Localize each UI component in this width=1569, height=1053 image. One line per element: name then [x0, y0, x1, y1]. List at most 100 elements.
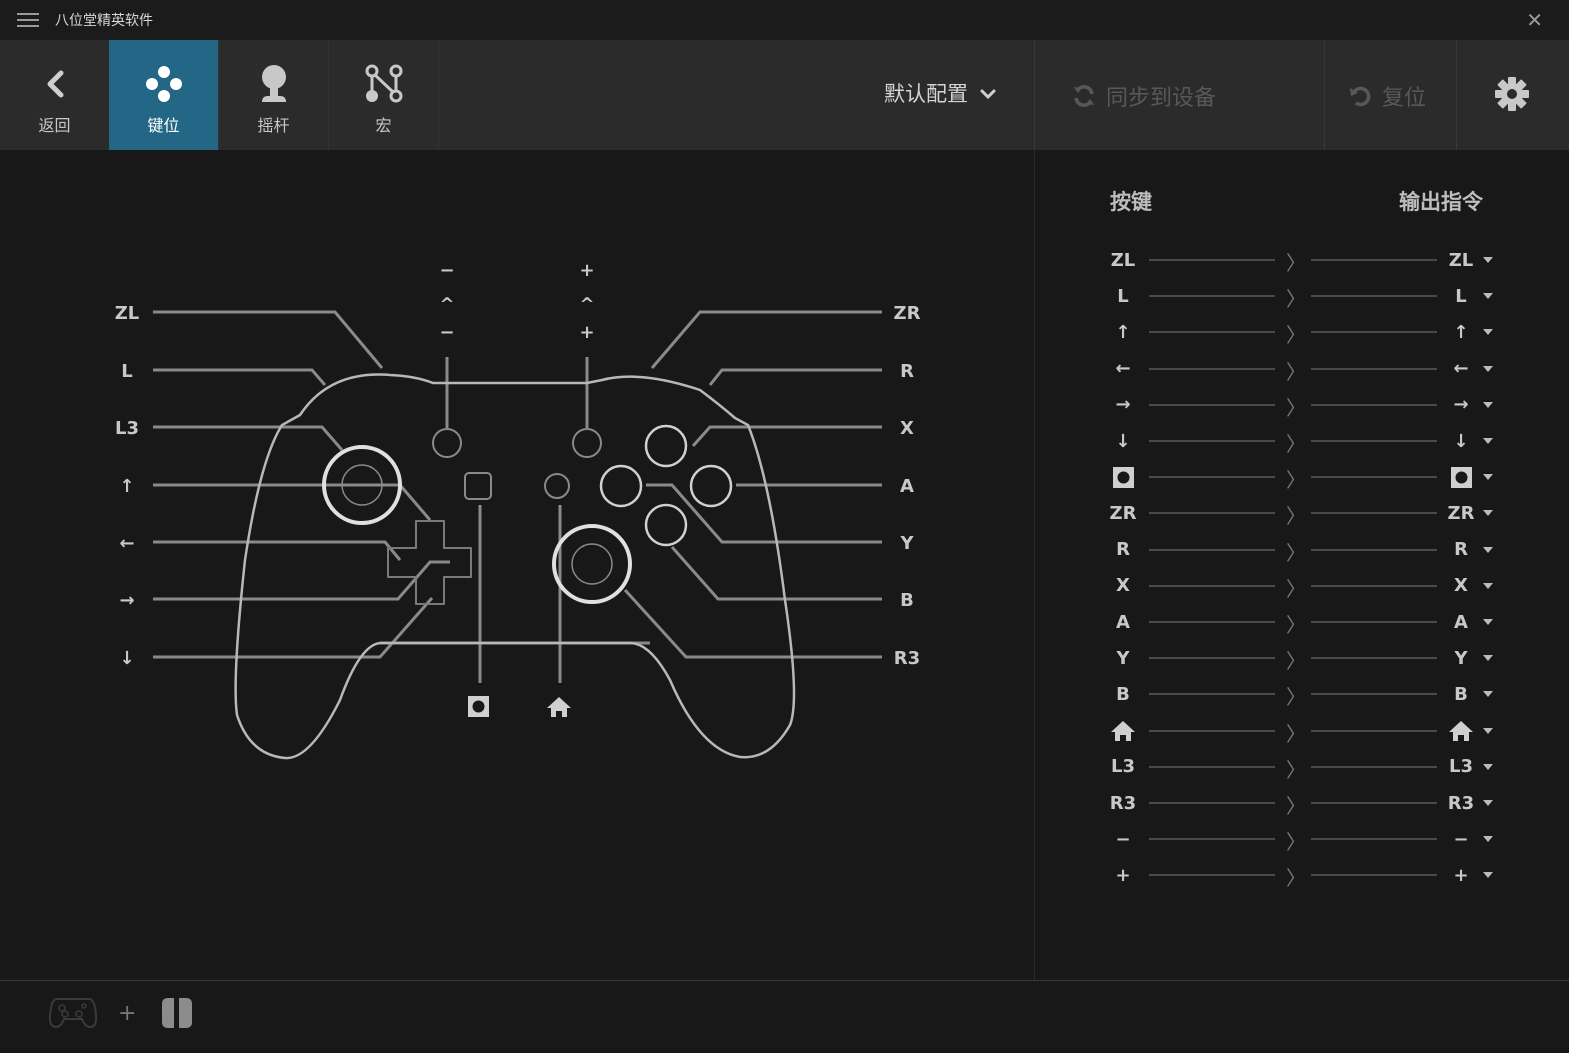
- tab-keymap[interactable]: 键位: [109, 40, 219, 150]
- mapping-row[interactable]: ZR〉ZR: [1105, 498, 1495, 528]
- connector-line: [1149, 765, 1275, 768]
- mapping-output[interactable]: ↓: [1453, 430, 1469, 452]
- dropdown-caret-icon[interactable]: [1483, 872, 1493, 879]
- mapping-row[interactable]: R〉R: [1105, 535, 1495, 565]
- mapping-row[interactable]: R3〉R3: [1105, 788, 1495, 818]
- mapping-output[interactable]: ZR: [1447, 502, 1475, 524]
- dropdown-caret-icon[interactable]: [1483, 546, 1493, 553]
- mapping-output[interactable]: +: [1453, 864, 1469, 886]
- dropdown-caret-icon[interactable]: [1483, 800, 1493, 806]
- mapping-output[interactable]: L: [1455, 285, 1467, 307]
- mapping-row[interactable]: L 〉 L: [1105, 281, 1495, 311]
- mapping-row[interactable]: →〉→: [1105, 390, 1495, 420]
- label-zl: ZL: [115, 303, 140, 324]
- dropdown-caret-icon[interactable]: [1483, 691, 1493, 698]
- dropdown-caret-icon[interactable]: [1483, 257, 1493, 263]
- mapping-output[interactable]: →: [1453, 394, 1469, 416]
- mapping-row[interactable]: ↓〉↓: [1105, 426, 1495, 456]
- back-button[interactable]: 返回: [0, 40, 110, 150]
- mapping-row[interactable]: ↑〉↑: [1105, 317, 1495, 347]
- mapping-row[interactable]: B〉B: [1105, 679, 1495, 709]
- connector-line: [1149, 874, 1275, 877]
- mapping-row[interactable]: L3〉L3: [1105, 752, 1495, 782]
- sync-icon: [1072, 84, 1096, 108]
- chevron-right-icon: 〉: [1286, 866, 1306, 891]
- reset-button[interactable]: 复位: [1348, 80, 1426, 112]
- dropdown-caret-icon[interactable]: [1483, 655, 1493, 662]
- mapping-row[interactable]: ZL〉ZL: [1105, 245, 1495, 275]
- tab-macro[interactable]: 宏: [329, 40, 439, 150]
- home-icon: [1105, 720, 1141, 741]
- mapping-row[interactable]: X〉X: [1105, 571, 1495, 601]
- hamburger-menu-icon[interactable]: [17, 13, 39, 27]
- gamepad-icon[interactable]: [48, 995, 98, 1033]
- dropdown-caret-icon[interactable]: [1483, 365, 1493, 372]
- label-y: Y: [899, 533, 914, 554]
- mapping-output[interactable]: ←: [1453, 358, 1469, 380]
- close-button[interactable]: ✕: [1526, 8, 1543, 32]
- chevron-right-icon: 〉: [1286, 649, 1306, 674]
- dropdown-caret-icon[interactable]: [1483, 763, 1493, 770]
- mapping-output[interactable]: B: [1454, 683, 1468, 705]
- mapping-output[interactable]: Y: [1454, 647, 1468, 669]
- connector-line: [1311, 874, 1437, 877]
- connector-line: [1149, 693, 1275, 696]
- dropdown-caret-icon[interactable]: [1483, 293, 1493, 300]
- mapping-output[interactable]: L3: [1449, 756, 1473, 778]
- title-bar: 八位堂精英软件 ✕: [0, 0, 1569, 40]
- toolbar-divider: [1456, 40, 1457, 150]
- label-left: ←: [119, 533, 134, 554]
- mapping-output[interactable]: A: [1454, 611, 1468, 633]
- mapping-key: R3: [1109, 792, 1137, 814]
- chevron-right-icon: 〉: [1286, 287, 1306, 312]
- dropdown-caret-icon[interactable]: [1483, 329, 1493, 336]
- mapping-key: L: [1117, 285, 1129, 307]
- dropdown-caret-icon[interactable]: [1483, 619, 1493, 625]
- chevron-down-icon: [980, 81, 996, 105]
- mapping-row[interactable]: 〉: [1105, 462, 1495, 492]
- dropdown-caret-icon[interactable]: [1483, 474, 1493, 481]
- mapping-row[interactable]: Y〉Y: [1105, 643, 1495, 673]
- mapping-output[interactable]: −: [1453, 828, 1469, 850]
- capture-icon[interactable]: [1441, 464, 1481, 490]
- mapping-row[interactable]: A〉A: [1105, 607, 1495, 637]
- label-right: →: [119, 590, 134, 611]
- home-icon[interactable]: [1441, 718, 1481, 744]
- dropdown-caret-icon[interactable]: [1483, 836, 1493, 843]
- sync-label: 同步到设备: [1106, 86, 1217, 111]
- mapping-output[interactable]: R: [1454, 539, 1468, 561]
- mapping-row[interactable]: +〉+: [1105, 860, 1495, 890]
- connector-line: [1311, 476, 1437, 479]
- dropdown-caret-icon[interactable]: [1483, 401, 1493, 408]
- capture-icon: [1105, 466, 1141, 488]
- mapping-key: ZL: [1110, 249, 1136, 271]
- mapping-key: −: [1115, 828, 1131, 850]
- label-caret-left: ^: [439, 294, 454, 315]
- profile-dropdown[interactable]: 默认配置: [884, 78, 996, 108]
- mapping-row[interactable]: − 〉 −: [1105, 824, 1495, 854]
- label-b: B: [900, 590, 914, 611]
- sync-to-device-button[interactable]: 同步到设备: [1072, 80, 1216, 112]
- dropdown-caret-icon[interactable]: [1483, 727, 1493, 734]
- settings-gear-icon[interactable]: [1494, 76, 1530, 116]
- mapping-row[interactable]: ←〉←: [1105, 354, 1495, 384]
- dropdown-caret-icon[interactable]: [1483, 438, 1493, 444]
- tab-stick[interactable]: 摇杆: [219, 40, 329, 150]
- chevron-right-icon: 〉: [1286, 359, 1306, 384]
- chevron-right-icon: 〉: [1286, 504, 1306, 529]
- mapping-row[interactable]: 〉: [1105, 716, 1495, 746]
- chevron-right-icon: 〉: [1286, 830, 1306, 855]
- controller-diagram: ZL L L3 ↑ ← → ↓ ZR R X A Y B R3 − ^ − + …: [115, 260, 921, 760]
- mapping-output[interactable]: ZL: [1448, 249, 1474, 271]
- connector-line: [1311, 331, 1437, 334]
- chevron-right-icon: 〉: [1286, 613, 1306, 637]
- mapping-output[interactable]: R3: [1447, 792, 1475, 814]
- label-l: L: [121, 361, 132, 382]
- dropdown-caret-icon[interactable]: [1483, 510, 1493, 517]
- joycon-icon[interactable]: [160, 996, 194, 1034]
- dropdown-caret-icon[interactable]: [1483, 582, 1493, 589]
- mapping-output[interactable]: X: [1454, 575, 1468, 597]
- mapping-output[interactable]: ↑: [1453, 321, 1469, 343]
- connector-line: [1149, 838, 1275, 841]
- connector-line: [1149, 476, 1275, 479]
